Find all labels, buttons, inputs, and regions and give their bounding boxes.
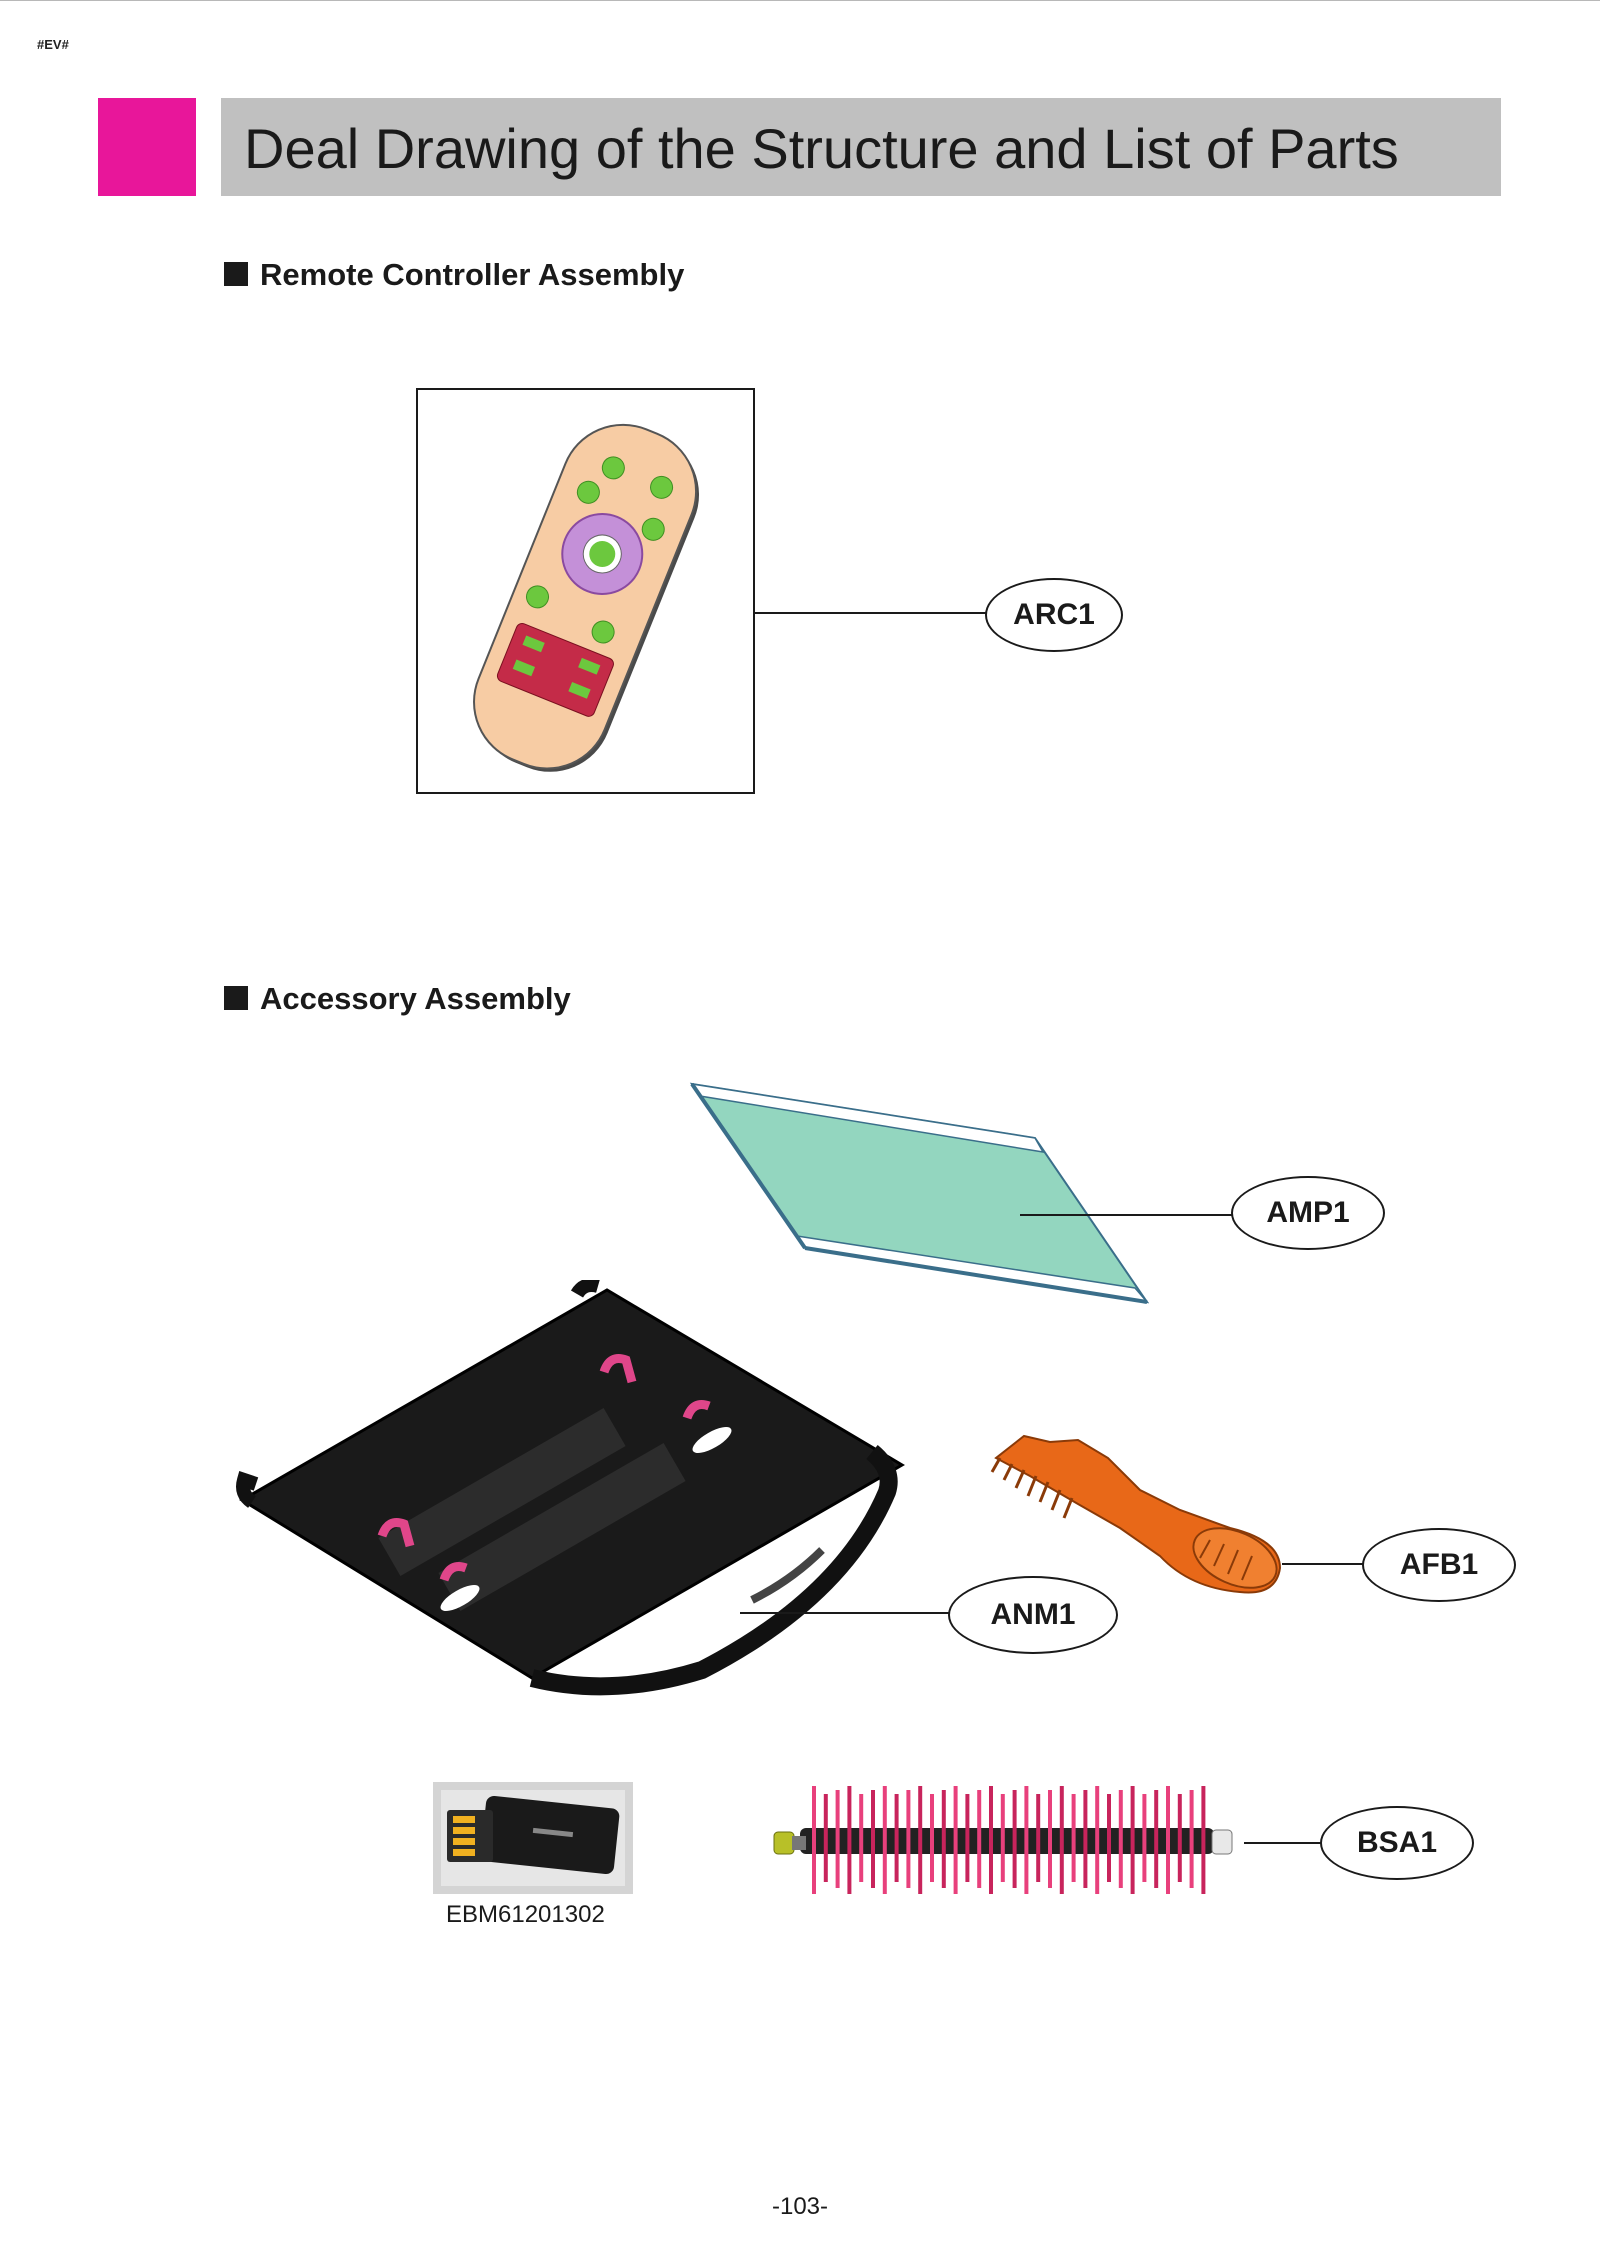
remote-image-frame bbox=[416, 388, 755, 794]
section-bullet-icon bbox=[224, 986, 248, 1010]
page-title: Deal Drawing of the Structure and List o… bbox=[244, 117, 1399, 180]
section-title: Remote Controller Assembly bbox=[260, 257, 685, 292]
callout-amp1: AMP1 bbox=[1231, 1176, 1385, 1250]
section-remote-controller: Remote Controller Assembly bbox=[224, 257, 684, 293]
leader-line-anm1 bbox=[740, 1612, 950, 1614]
header-bar: Deal Drawing of the Structure and List o… bbox=[221, 98, 1501, 196]
rolling-brush-icon bbox=[773, 1786, 1233, 1894]
header-accent-block bbox=[98, 98, 196, 196]
usb-part-number: EBM61201302 bbox=[446, 1901, 605, 1928]
cleaning-comb-icon bbox=[990, 1434, 1282, 1594]
corner-mark: #EV# bbox=[37, 37, 69, 52]
callout-arc1: ARC1 bbox=[985, 578, 1123, 652]
leader-line-arc1 bbox=[755, 612, 987, 614]
callout-bsa1: BSA1 bbox=[1320, 1806, 1474, 1880]
section-accessory: Accessory Assembly bbox=[224, 981, 571, 1017]
leader-line-amp1 bbox=[1020, 1214, 1233, 1216]
top-border bbox=[0, 0, 1600, 1]
callout-anm1: ANM1 bbox=[948, 1576, 1118, 1654]
page-number: -103- bbox=[771, 2193, 829, 2220]
remote-controller-icon bbox=[473, 423, 700, 772]
usb-dongle-icon bbox=[433, 1782, 633, 1894]
mop-plate-icon bbox=[236, 1280, 905, 1696]
leader-line-afb1 bbox=[1282, 1563, 1364, 1565]
mop-cloth-icon bbox=[689, 1082, 1150, 1304]
callout-afb1: AFB1 bbox=[1362, 1528, 1516, 1602]
leader-line-bsa1 bbox=[1244, 1842, 1322, 1844]
section-title: Accessory Assembly bbox=[260, 981, 571, 1016]
section-bullet-icon bbox=[224, 262, 248, 286]
